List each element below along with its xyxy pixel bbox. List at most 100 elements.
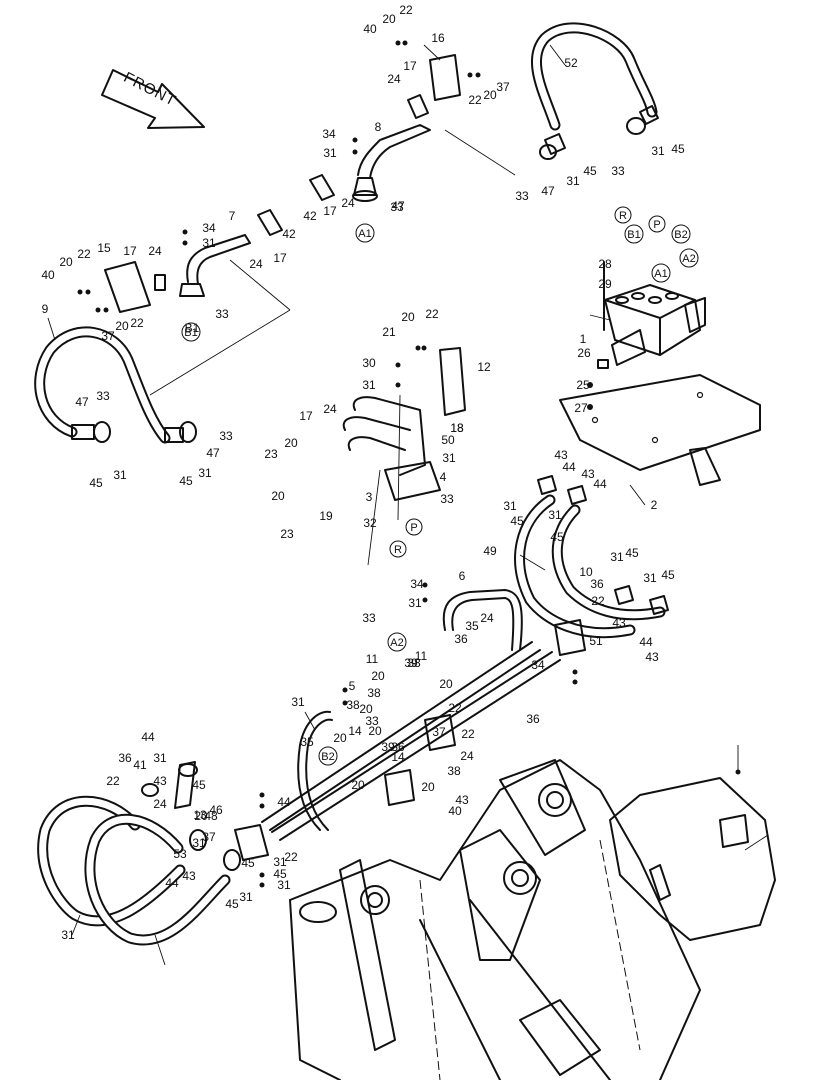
part-number-label: 20 <box>59 255 73 269</box>
tube-manifold-3-4 <box>342 347 466 501</box>
part-number-label: 49 <box>483 544 497 558</box>
part-number-label: 16 <box>431 31 445 45</box>
part-number-label: 31 <box>291 695 305 709</box>
part-number-label: 45 <box>510 514 524 528</box>
part-number-label: 38 <box>367 686 381 700</box>
part-number-label: 20 <box>382 12 396 26</box>
part-number-label: 31 <box>566 174 580 188</box>
part-number-label: 36 <box>526 712 540 726</box>
part-number-label: 34 <box>322 127 336 141</box>
part-number-label: 43 <box>455 793 469 807</box>
callout-A2-valve: A2 <box>682 253 695 265</box>
part-number-label: 3 <box>366 490 373 504</box>
part-number-label: 22 <box>399 3 413 17</box>
part-number-label: 44 <box>141 730 155 744</box>
part-number-label: 20 <box>368 724 382 738</box>
part-number-label: 20 <box>359 702 373 716</box>
part-number-label: 31 <box>651 144 665 158</box>
part-number-label: 4 <box>440 470 447 484</box>
part-number-label: 43 <box>153 774 167 788</box>
callout-A1-top: A1 <box>358 228 371 240</box>
part-number-label: 35 <box>465 619 479 633</box>
part-number-label: 45 <box>89 476 103 490</box>
part-number-label: 12 <box>477 360 491 374</box>
part-number-label: 31 <box>239 890 253 904</box>
part-number-label: 31 <box>198 466 212 480</box>
part-number-label: 17 <box>403 59 417 73</box>
part-number-label: 24 <box>249 257 263 271</box>
part-number-label: 45 <box>225 897 239 911</box>
part-number-label: 43 <box>581 467 595 481</box>
part-number-label: 39 <box>381 740 395 754</box>
part-number-label: 20 <box>371 669 385 683</box>
part-number-label: 24 <box>387 72 401 86</box>
part-number-label: B1 <box>185 321 200 335</box>
callout-R-center: R <box>394 544 402 556</box>
part-number-label: 39 <box>404 656 418 670</box>
part-number-label: 30 <box>362 356 376 370</box>
part-number-label: 24 <box>341 196 355 210</box>
part-number-label: 31 <box>113 468 127 482</box>
part-number-label: 18 <box>450 421 464 435</box>
part-number-label: 33 <box>611 164 625 178</box>
part-number-label: 22 <box>448 701 462 715</box>
part-number-label: 1 <box>580 332 587 346</box>
part-number-label: 44 <box>562 460 576 474</box>
callout-P-center: P <box>410 522 417 534</box>
callout-B2-valve: B2 <box>674 229 687 241</box>
part-number-label: 36 <box>454 632 468 646</box>
part-number-label: 33 <box>362 611 376 625</box>
part-number-label: 45 <box>583 164 597 178</box>
part-number-label: 20 <box>351 778 365 792</box>
part-number-label: 43 <box>554 448 568 462</box>
part-number-label: 24 <box>148 244 162 258</box>
part-number-label: 43 <box>645 650 659 664</box>
part-number-label: 46 <box>209 803 223 817</box>
part-number-label: 33 <box>390 200 404 214</box>
part-number-label: 10 <box>579 565 593 579</box>
part-number-label: 42 <box>282 227 296 241</box>
part-number-label: 22 <box>77 247 91 261</box>
part-number-label: 33 <box>515 189 529 203</box>
part-number-label: 28 <box>598 257 612 271</box>
part-number-label: 34 <box>531 658 545 672</box>
callout-B1-left: B1 <box>184 327 197 339</box>
part-number-label: 45 <box>671 142 685 156</box>
part-number-label: 40 <box>448 804 462 818</box>
part-number-label: 29 <box>598 277 612 291</box>
part-number-label: 45 <box>550 530 564 544</box>
hose-9 <box>34 326 197 444</box>
part-number-label: 20 <box>333 731 347 745</box>
part-number-label: 14 <box>348 724 362 738</box>
part-number-label: 47 <box>391 199 405 213</box>
part-number-label: 47 <box>206 446 220 460</box>
part-number-label: 20 <box>115 319 129 333</box>
part-number-label: 42 <box>303 209 317 223</box>
hose-52 <box>531 22 659 160</box>
part-number-label: 22 <box>106 774 120 788</box>
part-number-label: 45 <box>241 856 255 870</box>
part-number-label: 21 <box>382 325 396 339</box>
front-direction-arrow: FRONT <box>101 69 205 129</box>
part-number-label: 35 <box>300 735 314 749</box>
part-number-label: 34 <box>202 221 216 235</box>
part-number-label: 43 <box>182 869 196 883</box>
part-number-label: 31 <box>323 146 337 160</box>
front-label: FRONT <box>121 69 179 110</box>
callout-B1-valve: B1 <box>627 229 640 241</box>
part-number-label: 9 <box>42 302 49 316</box>
part-number-label: 11 <box>415 649 428 663</box>
part-number-label: 37 <box>432 725 446 739</box>
part-number-label: 31 <box>192 836 206 850</box>
part-number-label: 48 <box>204 809 218 823</box>
part-number-label: 31 <box>643 571 657 585</box>
part-number-label: 5 <box>349 679 356 693</box>
part-number-label: 31 <box>362 378 376 392</box>
part-number-label: 27 <box>574 401 588 415</box>
boom-tubes <box>234 589 586 861</box>
part-number-label: 6 <box>459 569 466 583</box>
part-number-label: 34 <box>410 577 424 591</box>
part-number-label: 38 <box>346 698 360 712</box>
part-number-label: 15 <box>97 241 111 255</box>
